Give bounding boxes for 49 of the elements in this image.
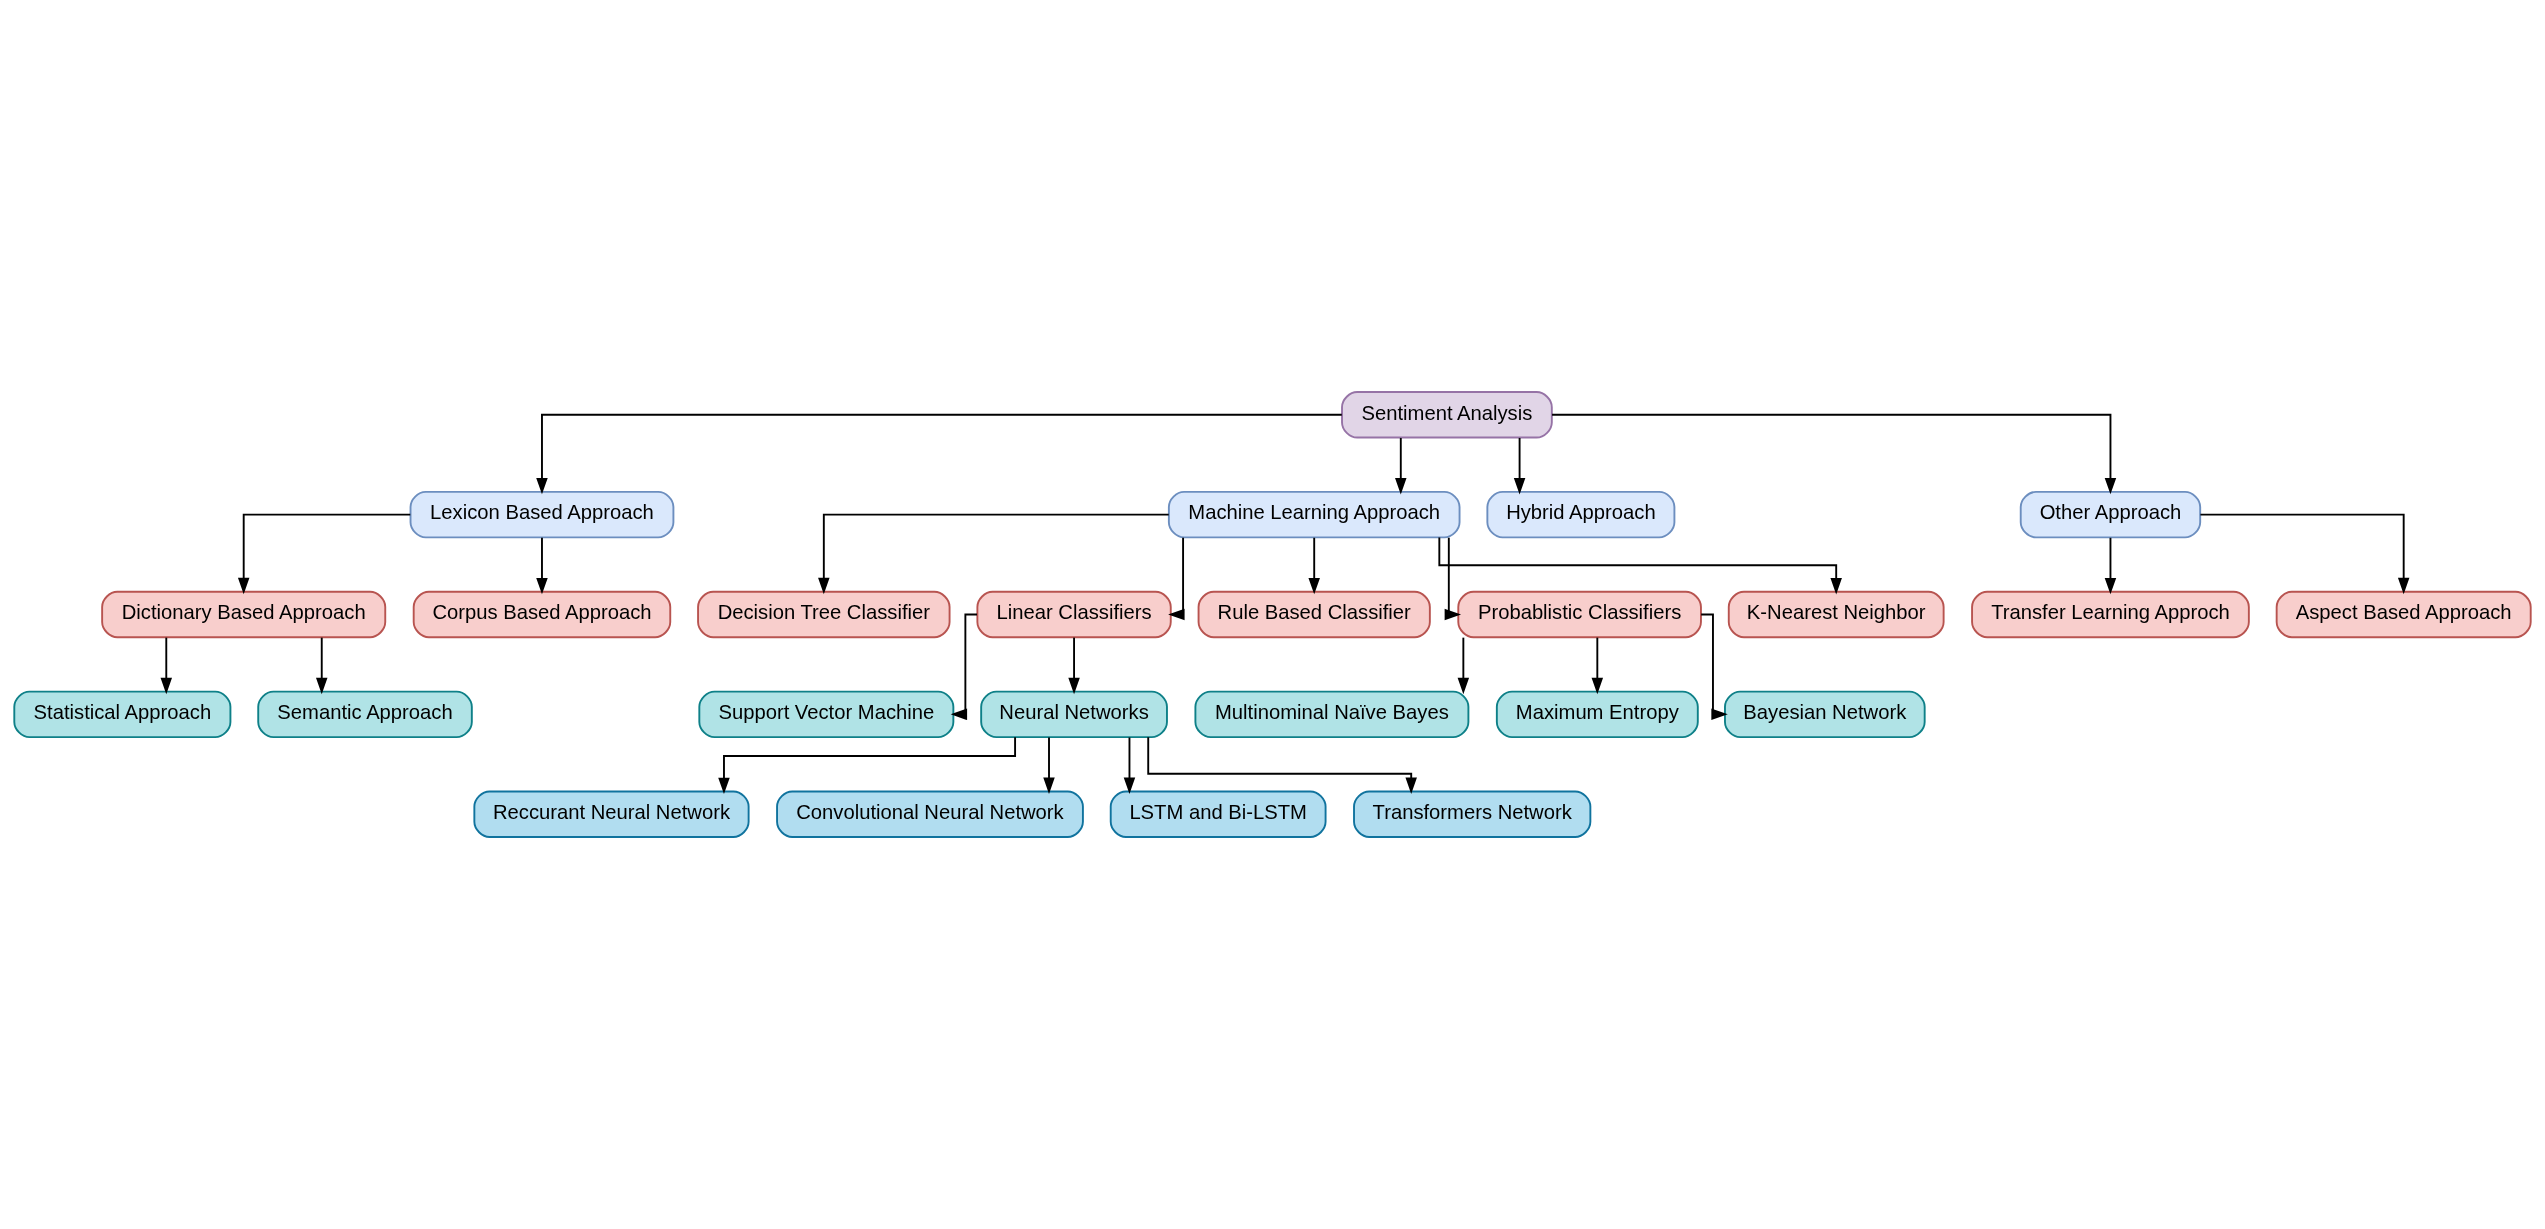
arrow	[1395, 437, 1407, 495]
arrow	[160, 636, 173, 695]
node-box: Transformers Network	[1353, 790, 1592, 838]
arrow	[1444, 536, 1462, 621]
arrow	[316, 636, 328, 695]
node-box: Corpus Based Approach	[412, 590, 672, 639]
node-box: Statistical Approach	[13, 690, 232, 739]
node-box: Support Vector Machine	[698, 690, 955, 739]
arrow	[1591, 636, 1604, 695]
arrow	[950, 613, 978, 721]
arrow	[1043, 736, 1055, 795]
arrow	[2104, 536, 2117, 595]
arrow	[1123, 736, 1136, 795]
node-box: Neural Networks	[980, 690, 1168, 739]
arrow	[1168, 536, 1185, 621]
node-box: Transfer Learning Approch	[1971, 590, 2250, 639]
node-box: Hybrid Approach	[1486, 490, 1676, 539]
arrow	[536, 413, 1343, 495]
node-box: Machine Learning Approach	[1167, 490, 1461, 539]
arrow	[718, 736, 1017, 795]
arrow	[536, 536, 548, 595]
arrow	[1551, 413, 2117, 495]
node-box: Other Approach	[2019, 490, 2202, 539]
node-box: Probablistic Classifiers	[1457, 590, 1702, 639]
arrow	[1457, 636, 1470, 695]
node-box: Convolutional Neural Network	[776, 790, 1084, 838]
arrow	[1438, 536, 1842, 595]
arrow	[1068, 636, 1080, 695]
node-box: Semantic Approach	[257, 690, 473, 739]
node-box: Sentiment Analysis	[1341, 391, 1553, 439]
arrow	[818, 513, 1170, 595]
node-box: Dictionary Based Approach	[101, 590, 387, 639]
arrow	[237, 513, 412, 595]
node-box: Maximum Entropy	[1495, 690, 1699, 739]
node-box: Lexicon Based Approach	[409, 490, 675, 539]
node-box: Aspect Based Approach	[2275, 590, 2532, 639]
node-box: LSTM and Bi-LSTM	[1109, 790, 1327, 838]
arrow	[1513, 437, 1526, 495]
arrow	[2199, 513, 2410, 595]
arrow	[1308, 536, 1320, 595]
node-box: K-Nearest Neighbor	[1727, 590, 1945, 639]
node-box: Rule Based Classifier	[1197, 590, 1431, 639]
node-box: Bayesian Network	[1724, 690, 1926, 739]
arrow	[1700, 613, 1728, 721]
node-box: Linear Classifiers	[976, 590, 1172, 639]
node-box: Decision Tree Classifier	[697, 590, 951, 639]
node-box: Multinominal Naïve Bayes	[1194, 690, 1470, 739]
arrow	[1147, 736, 1417, 794]
node-box: Reccurant Neural Network	[473, 790, 750, 838]
